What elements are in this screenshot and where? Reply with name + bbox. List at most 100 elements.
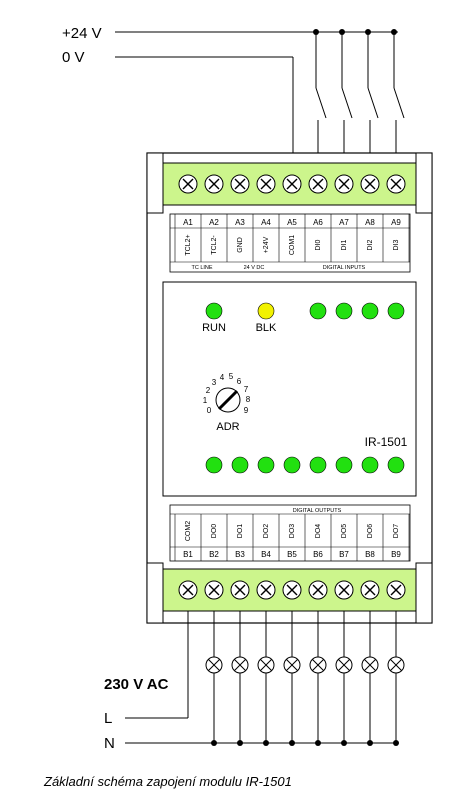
terminal-pin-b7: B7 — [339, 550, 349, 559]
dial-digit: 7 — [244, 385, 249, 394]
dial-digit: 0 — [207, 406, 212, 415]
led-output — [283, 456, 301, 474]
dial-digit: 9 — [244, 406, 249, 415]
led-input — [361, 302, 379, 320]
label-230vac: 230 V AC — [104, 676, 169, 693]
terminal-screw — [386, 174, 406, 194]
led-blk — [257, 302, 275, 320]
terminal-signal-b9: DO7 — [393, 524, 400, 539]
led-input — [335, 302, 353, 320]
terminal-pin-a3: A3 — [235, 218, 245, 227]
terminal-signal-a7: DI1 — [341, 239, 348, 250]
dial-label: ADR — [216, 421, 239, 433]
terminal-screw — [334, 174, 354, 194]
terminal-screw — [230, 580, 250, 600]
led-output — [387, 456, 405, 474]
terminal-signal-a6: DI0 — [315, 239, 322, 250]
lamp-load — [205, 611, 223, 746]
led-input — [309, 302, 327, 320]
bottom-screw-row — [178, 580, 406, 600]
terminal-pin-b6: B6 — [313, 550, 323, 559]
label-blk: BLK — [256, 322, 277, 334]
terminal-screw — [178, 174, 198, 194]
group-24vdc: 24 V DC — [244, 265, 265, 271]
label-run: RUN — [202, 322, 226, 334]
label-plus24v: +24 V — [62, 25, 102, 42]
led-output — [231, 456, 249, 474]
terminal-screw — [230, 174, 250, 194]
terminal-pin-b8: B8 — [365, 550, 375, 559]
housing-tab-top-right — [415, 152, 433, 214]
lamp-load — [335, 611, 353, 746]
lamp-load — [309, 611, 327, 746]
input-switches — [313, 29, 405, 178]
terminal-signal-b8: DO6 — [367, 524, 374, 539]
model-label: IR-1501 — [365, 435, 408, 449]
terminal-signal-a1: TCL2+ — [185, 234, 192, 255]
terminal-pin-a6: A6 — [313, 218, 323, 227]
terminal-pin-b1: B1 — [183, 550, 193, 559]
housing-tab-top-left — [146, 152, 164, 214]
top-label-panel — [169, 213, 411, 273]
terminal-signal-a4: +24V — [263, 236, 270, 253]
terminal-pin-b5: B5 — [287, 550, 297, 559]
group-digital-inputs: DIGITAL INPUTS — [323, 265, 366, 271]
bottom-terminal-labels: COM2B1DO0B2DO1B3DO2B4DO3B5DO4B6DO5B7DO6B… — [174, 514, 410, 561]
led-output — [205, 456, 223, 474]
terminal-signal-a3: GND — [237, 237, 244, 253]
dial-digit: 3 — [212, 378, 217, 387]
housing-tab-bottom-left — [146, 562, 164, 624]
group-tc-line: TC LINE — [191, 265, 212, 271]
terminal-screw — [178, 580, 198, 600]
dial-digit: 6 — [237, 377, 242, 386]
label-0v: 0 V — [62, 49, 85, 66]
terminal-screw — [334, 580, 354, 600]
terminal-screw — [282, 580, 302, 600]
terminal-screw — [308, 174, 328, 194]
terminal-screw — [360, 174, 380, 194]
terminal-signal-b4: DO2 — [263, 524, 270, 539]
terminal-pin-a2: A2 — [209, 218, 219, 227]
terminal-screw — [256, 174, 276, 194]
lamp-load — [361, 611, 379, 746]
dial-digit: 4 — [220, 373, 225, 382]
lamp-load — [283, 611, 301, 746]
dial-pointer — [217, 389, 239, 411]
terminal-screw — [308, 580, 328, 600]
dial-digit: 2 — [206, 386, 211, 395]
dial-digit: 5 — [229, 372, 234, 381]
supply-rails: +24 V 0 V — [62, 25, 405, 178]
led-output — [257, 456, 275, 474]
housing-tab-bottom-right — [415, 562, 433, 624]
terminal-pin-a7: A7 — [339, 218, 349, 227]
label-neutral: N — [104, 735, 115, 752]
lamp-load — [231, 611, 249, 746]
terminal-signal-b5: DO3 — [289, 524, 296, 539]
input-led-row — [309, 302, 405, 320]
terminal-pin-a9: A9 — [391, 218, 401, 227]
lamp-load — [387, 611, 405, 746]
output-wiring: 230 V AC L N — [104, 611, 405, 752]
bottom-label-panel — [169, 504, 411, 562]
led-output — [361, 456, 379, 474]
output-led-row — [205, 456, 405, 474]
terminal-pin-b2: B2 — [209, 550, 219, 559]
lamp-load — [257, 611, 275, 746]
group-digital-outputs: DIGITAL OUTPUTS — [293, 508, 342, 514]
diagram-caption: Základní schéma zapojení modulu IR-1501 — [44, 774, 292, 789]
output-lamps — [205, 611, 405, 746]
terminal-screw — [204, 174, 224, 194]
led-output — [335, 456, 353, 474]
terminal-signal-b6: DO4 — [315, 524, 322, 539]
terminal-pin-b4: B4 — [261, 550, 271, 559]
terminal-screw — [386, 580, 406, 600]
terminal-pin-a1: A1 — [183, 218, 193, 227]
terminal-signal-b7: DO5 — [341, 524, 348, 539]
terminal-screw — [204, 580, 224, 600]
module-housing: A1TCL2+A2TCL2-A3GNDA4+24VA5COM1A6DI0A7DI… — [146, 152, 433, 624]
terminal-signal-b3: DO1 — [237, 524, 244, 539]
dial-digit: 8 — [246, 395, 251, 404]
